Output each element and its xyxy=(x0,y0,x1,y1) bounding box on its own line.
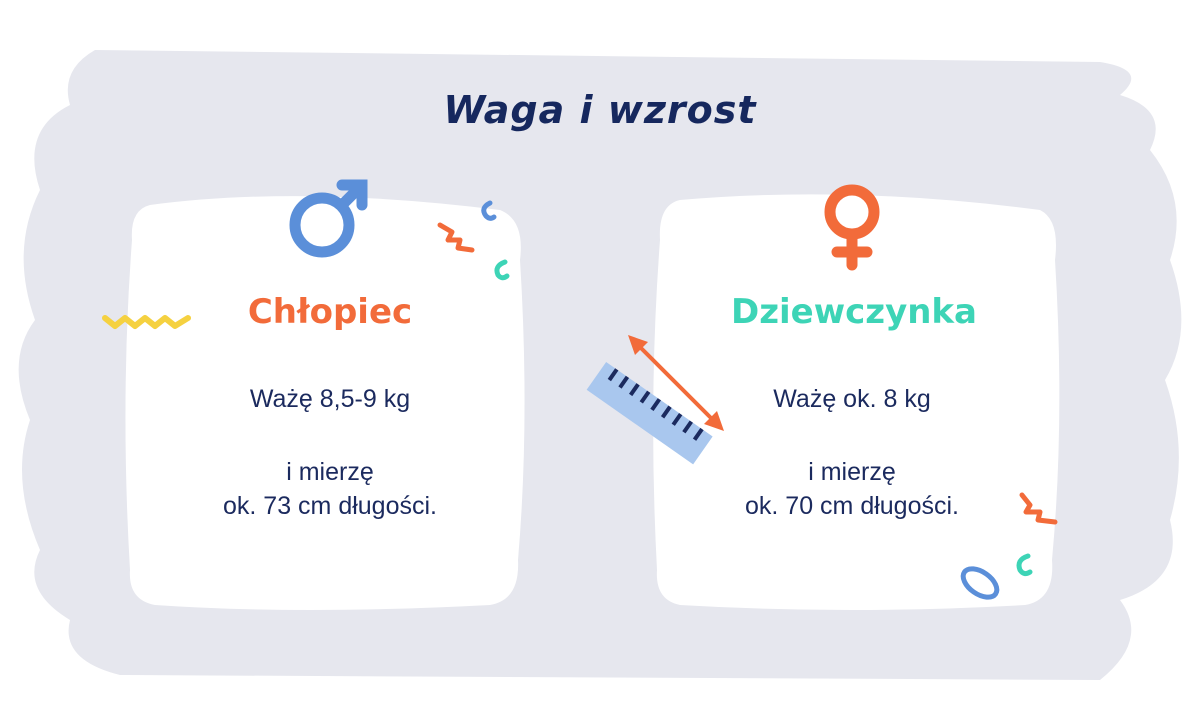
boy-height-line2: ok. 73 cm długości. xyxy=(223,492,437,520)
ruler-icon xyxy=(586,361,713,465)
blue-ring-icon xyxy=(960,566,1000,600)
blue-c-icon xyxy=(481,200,497,221)
teal-c-icon-2 xyxy=(1016,553,1033,577)
girl-height-line1: i mierzę xyxy=(808,458,896,486)
girl-height-line2: ok. 70 cm długości. xyxy=(745,492,959,520)
double-arrow-icon xyxy=(628,335,724,431)
page-title: Waga i wzrost xyxy=(443,88,757,132)
boy-card xyxy=(125,196,525,610)
orange-squiggle-icon xyxy=(437,222,475,253)
girl-card xyxy=(653,194,1060,610)
girl-weight: Ważę ok. 8 kg xyxy=(773,385,931,413)
orange-squiggle-icon-2 xyxy=(1019,492,1058,525)
female-symbol-icon xyxy=(824,184,880,271)
teal-c-icon xyxy=(494,259,510,281)
male-symbol-icon xyxy=(289,179,368,258)
yellow-squiggle-icon xyxy=(102,315,191,329)
girl-label: Dziewczynka xyxy=(730,292,977,332)
boy-weight: Ważę 8,5-9 kg xyxy=(249,385,411,413)
boy-label: Chłopiec xyxy=(247,292,413,332)
boy-height-line1: i mierzę xyxy=(286,458,374,486)
